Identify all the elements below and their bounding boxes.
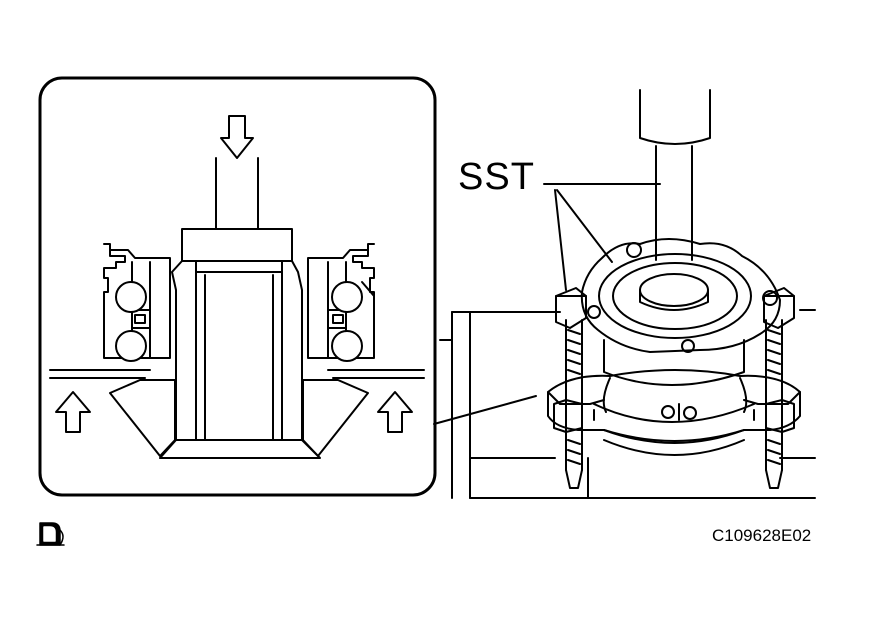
- lower-puller-plate: [548, 370, 800, 455]
- hub-sleeve: [160, 261, 320, 458]
- support-arrow-left-icon: [56, 392, 90, 432]
- puller-jaws: [110, 380, 368, 456]
- left-bearing-housing: [104, 244, 170, 361]
- support-plates: [50, 370, 424, 378]
- press-force-arrow-icon: [221, 116, 253, 158]
- bearing-ball: [116, 282, 146, 312]
- bearing-ball: [116, 331, 146, 361]
- right-bearing-housing: [308, 244, 374, 361]
- upper-puller-bar: [556, 288, 794, 328]
- inset-leader-line: [434, 396, 536, 424]
- sst-flange: [582, 239, 780, 352]
- threaded-rods: [566, 320, 782, 488]
- inset-frame: [40, 78, 435, 495]
- support-arrow-right-icon: [378, 392, 412, 432]
- press-ram-main: [640, 90, 710, 260]
- figure-code: C109628E02: [712, 526, 812, 545]
- ram-head: [182, 229, 292, 261]
- bearing-ball: [332, 282, 362, 312]
- main-assembly: [440, 90, 815, 498]
- manual-reference-icon: [37, 523, 64, 545]
- detail-inset: [40, 78, 435, 495]
- sst-leader-lines: [544, 184, 660, 290]
- sst-label: SST: [458, 156, 535, 198]
- bearing-ball: [332, 331, 362, 361]
